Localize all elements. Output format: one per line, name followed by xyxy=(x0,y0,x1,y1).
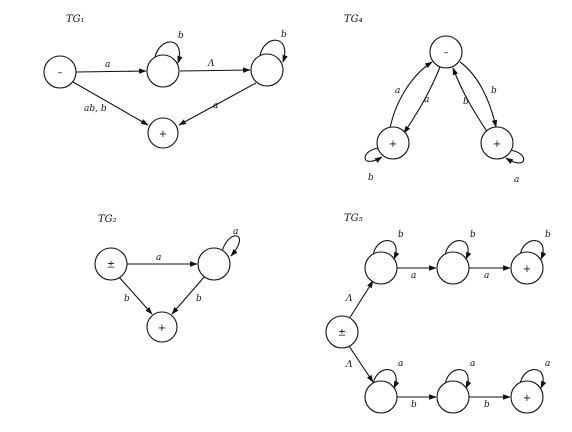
tg5-edge-lower-2-loop xyxy=(444,369,472,389)
tg5-lower-node-1 xyxy=(364,380,398,414)
tg2-edge-label-start-to-final: b xyxy=(124,294,130,304)
tg4-edge-top-to-right xyxy=(459,61,498,128)
tg1-edge-n2-to-final xyxy=(178,82,257,126)
tg2-final-node xyxy=(146,311,178,343)
tg2-edge-label-n1-to-final: b xyxy=(196,294,202,304)
tg5-start-node-symbol: ± xyxy=(338,328,346,339)
tg1-edge-start-to-final xyxy=(72,81,149,126)
tg1-edge-start-to-n1 xyxy=(75,68,147,74)
tg4-edge-right-to-top xyxy=(452,67,489,134)
tg2-title: TG₂ xyxy=(98,214,117,225)
tg2-edge-n1-to-final xyxy=(171,275,206,315)
tg4-edge-left-loop xyxy=(364,147,383,163)
tg5-edge-label-upper-1-to-2: a xyxy=(411,271,416,281)
tg4-edge-label-left-to-top: a xyxy=(395,86,400,96)
tg5-edge-label-lower-1-loop: a xyxy=(398,359,403,369)
tg5-edge-upper-3-loop xyxy=(519,240,547,260)
tg5-edge-label-lower-1-to-2: b xyxy=(411,400,417,410)
tg4-edge-label-top-to-left: a xyxy=(424,95,429,105)
tg1-state-node-1 xyxy=(146,54,180,88)
tg2-start-final-node xyxy=(94,247,128,281)
tg1-final-node xyxy=(147,117,179,149)
tg5-edge-start-to-upper xyxy=(348,280,374,320)
tg4-edge-right-loop xyxy=(505,149,525,164)
tg5-upper-final-node xyxy=(510,251,544,285)
tg4-edge-label-left-loop: b xyxy=(368,173,374,183)
tg1-start-node-symbol: – xyxy=(58,68,63,79)
graph-tg1: TG₁ a b Λ b ab, b a – + xyxy=(43,14,288,149)
tg2-edge-n1-loop xyxy=(221,235,240,257)
tg1-edge-n1-to-n2 xyxy=(179,67,251,73)
tg5-edge-label-upper-1-loop: b xyxy=(398,230,404,240)
tg5-edge-label-lower-2-loop: a xyxy=(470,359,475,369)
tg5-edge-label-start-to-upper: Λ xyxy=(345,294,353,304)
tg1-final-node-symbol: + xyxy=(159,129,167,140)
tg1-title: TG₁ xyxy=(66,14,85,25)
tg1-edge-label-n1-loop: b xyxy=(178,31,184,41)
tg5-edge-upper-2-loop xyxy=(444,240,472,260)
tg5-edge-label-upper-2-to-3: a xyxy=(484,271,489,281)
tg5-edge-label-start-to-lower: Λ xyxy=(345,360,353,370)
tg4-top-node-symbol: – xyxy=(444,48,449,59)
graph-tg5: TG₅ Λ Λ b a b a b a b a b a ± + xyxy=(325,213,551,414)
tg5-edge-label-upper-3-loop: b xyxy=(545,230,551,240)
tg1-edge-label-n2-loop: b xyxy=(281,30,287,40)
tg4-left-final-node xyxy=(376,126,410,160)
tg4-top-start-node xyxy=(429,35,463,69)
tg5-edge-lower-3-loop xyxy=(519,369,547,389)
tg2-start-node-symbol: ± xyxy=(107,260,115,271)
graph-tg2: TG₂ a a b b ± + xyxy=(94,214,240,343)
tg5-edge-label-upper-2-loop: b xyxy=(470,230,476,240)
tg1-edge-n2-loop xyxy=(259,39,288,63)
tg4-edge-label-top-to-right: b xyxy=(491,86,497,96)
tg1-edge-n1-loop xyxy=(154,41,183,64)
tg5-edge-upper-1-loop xyxy=(372,240,400,260)
tg5-upper-final-symbol: + xyxy=(523,264,531,275)
tg1-start-node xyxy=(43,55,77,89)
tg2-edge-label-n1-loop: a xyxy=(233,227,238,237)
tg5-upper-node-2 xyxy=(436,251,470,285)
tg4-title: TG₄ xyxy=(344,14,363,25)
tg4-left-node-symbol: + xyxy=(389,139,397,150)
tg2-final-node-symbol: + xyxy=(158,323,166,334)
tg1-edge-label-n1-to-n2: Λ xyxy=(207,59,215,69)
tg5-title: TG₅ xyxy=(344,213,363,224)
tg5-edge-lower-1-loop xyxy=(372,369,400,389)
tg4-edge-top-to-left xyxy=(403,66,441,134)
tg1-edge-label-n2-to-final: a xyxy=(213,101,218,111)
tg5-edge-label-lower-3-loop: a xyxy=(545,359,550,369)
tg5-lower-final-symbol: + xyxy=(523,393,531,404)
tg1-edge-label-start-to-n1: a xyxy=(105,60,110,70)
tg4-edge-label-right-to-top: b xyxy=(463,97,469,107)
tg5-edge-label-lower-2-to-3: b xyxy=(484,400,490,410)
tg1-edge-label-start-to-final: ab, b xyxy=(84,104,107,114)
tg5-edge-start-to-lower xyxy=(348,345,374,383)
tg5-lower-node-2 xyxy=(436,380,470,414)
tg5-lower-final-node xyxy=(510,380,544,414)
tg4-right-final-node xyxy=(480,126,514,160)
tg2-state-node-1 xyxy=(197,247,231,281)
tg4-edge-left-to-top xyxy=(389,61,433,129)
tg4-right-node-symbol: + xyxy=(493,139,501,150)
tg5-upper-node-1 xyxy=(364,251,398,285)
graph-tg4: TG₄ a a b b b a – + + xyxy=(344,14,525,185)
tg5-start-final-node xyxy=(325,315,359,349)
tg4-edge-label-right-loop: a xyxy=(514,175,519,185)
tg2-edge-label-start-to-n1: a xyxy=(156,253,161,263)
tg1-state-node-2 xyxy=(250,53,284,87)
tg2-edge-start-to-final xyxy=(118,276,153,315)
